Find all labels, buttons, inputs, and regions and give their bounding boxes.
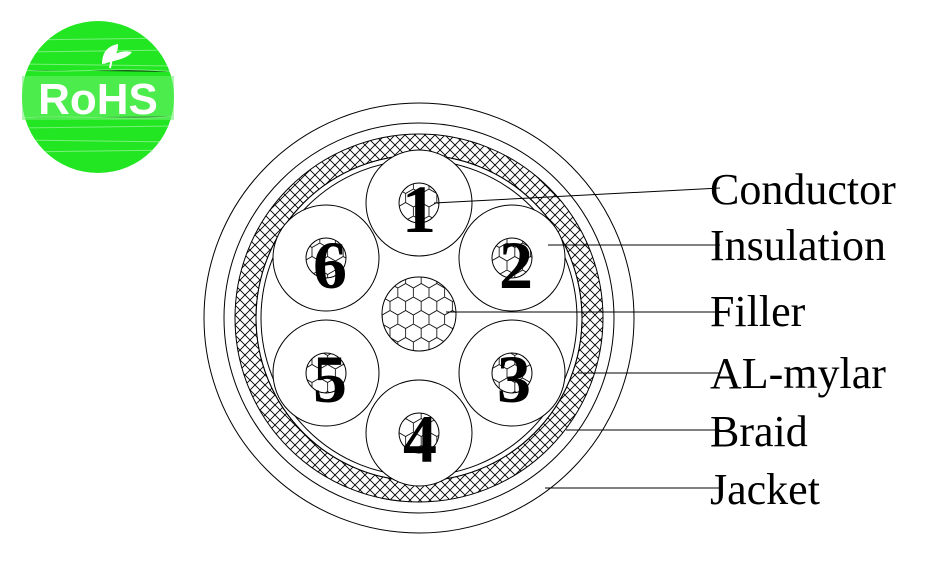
core-number: 2 — [499, 227, 533, 303]
rohs-logo-text: RoHS — [38, 75, 158, 124]
conductor-strands — [305, 237, 347, 279]
core-number: 3 — [497, 341, 531, 417]
conductor-strands — [491, 352, 533, 394]
conductor-strands — [491, 237, 533, 279]
core-number: 4 — [403, 401, 437, 477]
jacket-label: Jacket — [710, 465, 820, 514]
al-mylar-label: AL-mylar — [710, 349, 886, 398]
core-number: 6 — [313, 227, 347, 303]
insulation-label: Insulation — [710, 221, 886, 270]
core-3: 3 — [458, 319, 566, 427]
filler — [381, 276, 457, 352]
conductor-leader — [433, 187, 721, 204]
jacket-outer — [203, 102, 635, 534]
core-4: 4 — [365, 379, 473, 487]
conductor-strands — [305, 352, 347, 394]
core-number: 1 — [402, 171, 436, 247]
jacket-inner — [223, 122, 615, 514]
core-1: 1 — [365, 149, 473, 257]
core-group: 12 345 6 — [272, 149, 566, 487]
core-6: 6 — [272, 204, 380, 312]
conductor-strands — [398, 412, 440, 454]
core-2: 2 — [458, 204, 566, 312]
core-5: 5 — [272, 319, 380, 427]
core-number: 5 — [313, 341, 347, 417]
conductor-label: Conductor — [710, 165, 896, 214]
callout-labels: Conductor Insulation Filler AL-mylar Bra… — [710, 165, 896, 514]
callout-lines — [433, 187, 721, 489]
braid-label: Braid — [710, 407, 808, 456]
filler-label: Filler — [710, 287, 806, 336]
leaf-sprout-icon — [102, 44, 132, 69]
rohs-logo: RoHS — [22, 21, 174, 173]
